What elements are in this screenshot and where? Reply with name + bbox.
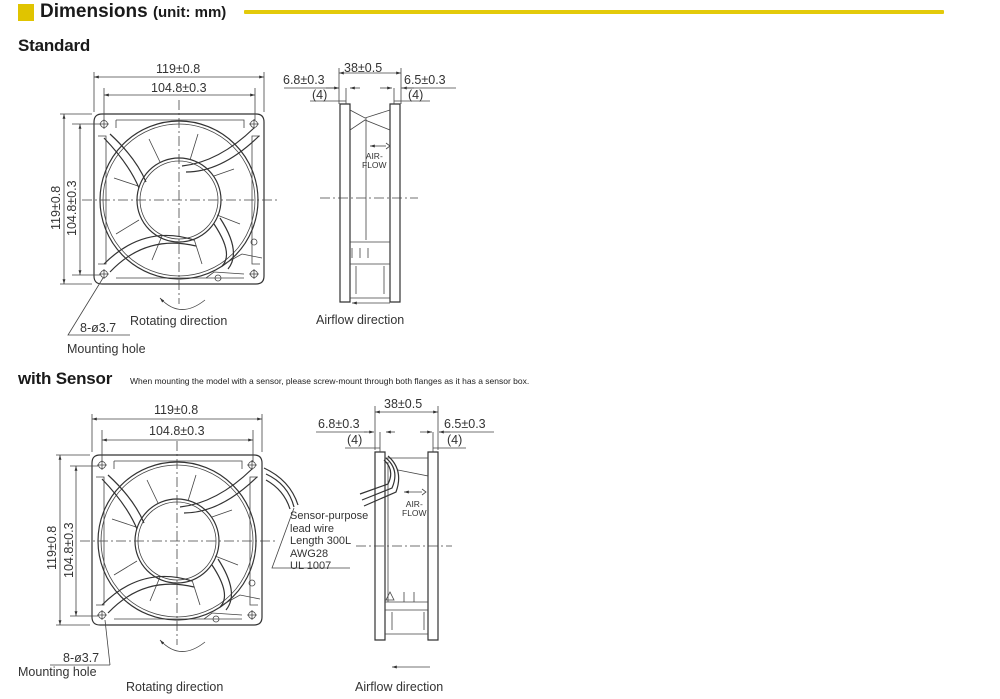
sensor-depth: 38±0.5 [384, 397, 423, 411]
lead-wire-line: lead wire [290, 522, 335, 535]
unit-text: (unit: mm) [152, 4, 227, 21]
lead-wire-callout: Sensor-purpose lead wire Length 300L AWG… [290, 510, 368, 573]
std-height-overall: 119±0.8 [49, 185, 63, 230]
page-title: Dimensions (unit: mm) [40, 1, 226, 23]
sensor-right-flange: 6.5±0.3 [444, 417, 486, 431]
std-depth: 38±0.5 [344, 61, 383, 75]
std-airflow-label: Airflow direction [316, 313, 405, 327]
airflow-tag-line1: AIR- [405, 499, 423, 509]
std-left-flange: 6.8±0.3 [283, 73, 325, 87]
std-right-flange-sub: (4) [408, 88, 424, 102]
sensor-height-holes: 104.8±0.3 [62, 522, 76, 578]
std-height-holes: 104.8±0.3 [65, 180, 79, 236]
sensor-right-flange-sub: (4) [447, 433, 463, 447]
sensor-mounting-note: When mounting the model with a sensor, p… [130, 376, 530, 386]
section-title-sensor: with Sensor [18, 369, 113, 388]
airflow-tag-line1: AIR- [365, 151, 383, 161]
lead-wire-line: AWG28 [290, 547, 329, 560]
sensor-left-flange-sub: (4) [347, 433, 363, 447]
airflow-tag-line2: FLOW [402, 508, 427, 518]
sensor-mounting-hole-label: Mounting hole [18, 665, 97, 679]
airflow-tag-line2: FLOW [362, 160, 387, 170]
sensor-width-holes: 104.8±0.3 [149, 424, 205, 438]
std-right-flange: 6.5±0.3 [404, 73, 446, 87]
sensor-airflow-tag: AIR- FLOW [402, 500, 427, 518]
std-mounting-hole-spec: 8-ø3.7 [80, 321, 117, 335]
header-rule [244, 10, 944, 14]
sensor-mounting-hole-spec: 8-ø3.7 [63, 651, 100, 665]
title-text: Dimensions [40, 1, 148, 22]
std-width-overall: 119±0.8 [156, 62, 201, 76]
lead-wire-line: UL 1007 [290, 560, 332, 572]
lead-wire-line: Length 300L [290, 535, 352, 547]
sensor-left-flange: 6.8±0.3 [318, 417, 360, 431]
sensor-height-overall: 119±0.8 [45, 525, 59, 570]
std-left-flange-sub: (4) [312, 88, 328, 102]
sensor-rotation-label: Rotating direction [126, 680, 224, 694]
lead-wire-line: Sensor-purpose [290, 510, 369, 522]
sensor-width-overall: 119±0.8 [154, 403, 199, 417]
sensor-airflow-label: Airflow direction [355, 680, 444, 694]
section-title-standard: Standard [18, 36, 91, 55]
std-rotation-label: Rotating direction [130, 314, 228, 328]
std-width-holes: 104.8±0.3 [151, 81, 207, 95]
std-airflow-tag: AIR- FLOW [362, 152, 387, 170]
header-accent-square [18, 4, 34, 21]
std-mounting-hole-label: Mounting hole [67, 342, 146, 356]
